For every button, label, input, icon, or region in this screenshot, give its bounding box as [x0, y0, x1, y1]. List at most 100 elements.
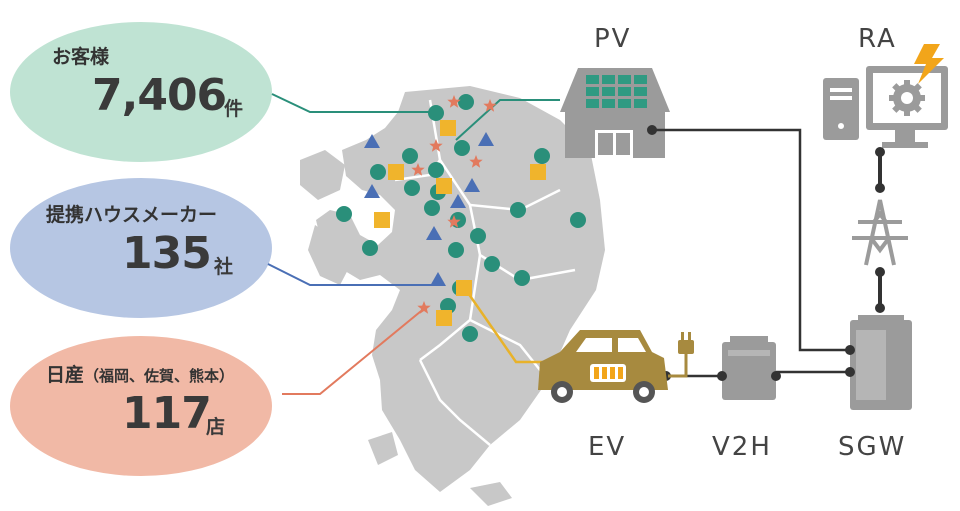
makers-connector — [267, 263, 438, 286]
solar-cell — [602, 99, 615, 108]
plug-icon — [668, 332, 694, 378]
v2h-device-icon — [722, 336, 776, 400]
customer-marker — [336, 206, 352, 222]
customer-marker — [470, 228, 486, 244]
customer-marker — [362, 240, 378, 256]
gear-tooth — [911, 83, 922, 94]
makers-unit: 社 — [214, 256, 234, 278]
map-amakusa — [410, 315, 450, 360]
solar-cell — [634, 87, 647, 96]
maker-marker — [450, 194, 466, 208]
maker-marker — [364, 184, 380, 198]
customer-marker — [510, 202, 526, 218]
customers-value: 7,406 — [92, 70, 227, 121]
gear-tooth — [904, 80, 910, 88]
nissan-marker — [469, 155, 483, 168]
map-west-peninsula — [300, 150, 345, 200]
customer-marker — [424, 200, 440, 216]
customer-marker — [484, 256, 500, 272]
nissan-marker — [483, 99, 497, 112]
solar-cell — [586, 75, 599, 84]
solar-cell — [618, 87, 631, 96]
customer-marker — [570, 212, 586, 228]
maker-marker — [478, 132, 494, 146]
nissan-label: 日産（福岡、佐賀、熊本） — [46, 360, 234, 387]
nissan-name: 日産 — [46, 364, 85, 386]
ra-label: RA — [858, 24, 897, 54]
customer-marker — [404, 180, 420, 196]
ev-car-icon — [538, 330, 694, 403]
map-markers — [336, 94, 586, 342]
sgw-label: SGW — [838, 432, 907, 462]
solar-cell — [602, 87, 615, 96]
solar-cell — [586, 99, 599, 108]
customer-marker — [514, 270, 530, 286]
nissan-marker — [411, 163, 425, 176]
makers-value: 135 — [122, 228, 212, 279]
maker-marker — [430, 272, 446, 286]
solar-cell — [634, 99, 647, 108]
dealer-marker — [374, 212, 390, 228]
gear-tooth — [904, 108, 910, 116]
dealer-marker — [388, 164, 404, 180]
customer-marker — [454, 140, 470, 156]
makers-bubble: 提携ハウスメーカー 135 社 — [10, 178, 272, 318]
nissan-sub: （福岡、佐賀、熊本） — [84, 367, 235, 385]
transmission-tower-icon — [852, 147, 908, 313]
battery-bar — [594, 367, 599, 379]
ev-label: EV — [588, 432, 627, 462]
makers-label: 提携ハウスメーカー — [46, 204, 218, 226]
nissan-connector — [282, 306, 427, 395]
gear-tooth — [892, 102, 903, 113]
customer-marker — [534, 148, 550, 164]
nissan-marker — [447, 215, 461, 228]
nissan-bubble: 日産（福岡、佐賀、熊本） 117 店 — [10, 336, 272, 476]
gear-icon — [889, 80, 925, 116]
solar-cell — [618, 75, 631, 84]
battery-bar — [602, 367, 607, 379]
solar-cell — [602, 75, 615, 84]
nissan-marker — [429, 139, 443, 152]
solar-cell — [586, 87, 599, 96]
maker-marker — [364, 134, 380, 148]
customers-connector — [271, 93, 430, 113]
customers-bubble: お客様 7,406 件 — [10, 22, 272, 162]
nissan-marker — [417, 301, 431, 314]
ra-computer-icon — [823, 44, 948, 148]
solar-cell — [634, 75, 647, 84]
solar-cell — [618, 99, 631, 108]
customer-marker — [462, 326, 478, 342]
map-nagasaki — [308, 225, 352, 285]
kyushu-map — [300, 86, 605, 506]
gear-tooth — [889, 95, 897, 101]
sgw-device-icon — [850, 315, 912, 410]
battery-bar — [618, 367, 623, 379]
maker-marker — [464, 178, 480, 192]
lightning-bolt-icon — [914, 44, 944, 84]
dealer-marker — [440, 120, 456, 136]
power-wires — [647, 125, 855, 381]
v2h-label: V2H — [712, 432, 772, 462]
pv-connector — [455, 99, 560, 141]
customer-marker — [370, 164, 386, 180]
nissan-value: 117 — [122, 388, 212, 439]
customers-unit: 件 — [224, 98, 244, 120]
gear-tooth — [917, 95, 925, 101]
dealer-marker — [456, 280, 472, 296]
customer-marker — [428, 162, 444, 178]
dealer-marker — [530, 164, 546, 180]
gear-tooth — [892, 83, 903, 94]
nissan-unit: 店 — [206, 416, 226, 438]
dealer-marker — [436, 178, 452, 194]
nissan-marker — [447, 95, 461, 108]
map-island-2 — [470, 482, 512, 506]
battery-bar — [610, 367, 615, 379]
customer-marker — [402, 148, 418, 164]
ev-connector — [464, 289, 548, 364]
map-island-1 — [368, 432, 398, 465]
customer-marker — [458, 94, 474, 110]
customer-marker — [448, 242, 464, 258]
gear-tooth — [911, 102, 922, 113]
